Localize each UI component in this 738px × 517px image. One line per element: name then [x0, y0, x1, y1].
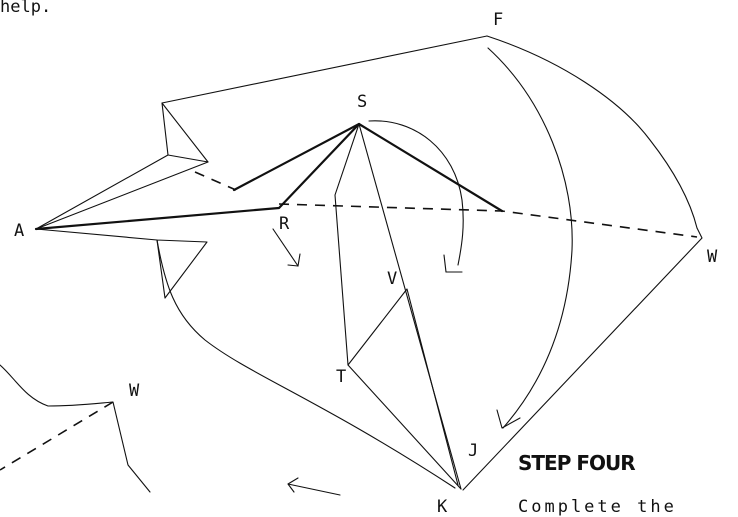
point-label-a: A: [14, 221, 24, 241]
bold-fold-lines: [34, 122, 504, 231]
point-label-v: V: [387, 269, 397, 289]
curved-arrow-s: [368, 120, 464, 273]
instruction-text: Complete the: [518, 497, 677, 517]
point-label-k: K: [437, 497, 448, 517]
upper-flap: [35, 102, 209, 230]
point-label-w-right: W: [707, 247, 718, 267]
point-label-s: S: [357, 92, 367, 112]
point-label-t: T: [336, 367, 346, 387]
point-label-f: F: [493, 10, 503, 30]
point-label-w-left: W: [129, 381, 140, 401]
outer-outline: [156, 35, 703, 491]
lower-flap: [35, 228, 208, 299]
inset-fragment: [0, 364, 151, 493]
top-text: help.: [0, 0, 51, 17]
curved-arrow-f-to-j: [487, 47, 573, 429]
point-label-r: R: [279, 214, 290, 234]
arrow-near-r: [272, 228, 301, 267]
center-folds: [334, 123, 462, 490]
bottom-arrow: [287, 477, 341, 496]
step-title: STEP FOUR: [518, 451, 635, 475]
dashed-fold-guide: [194, 171, 698, 238]
point-label-j: J: [468, 441, 478, 461]
